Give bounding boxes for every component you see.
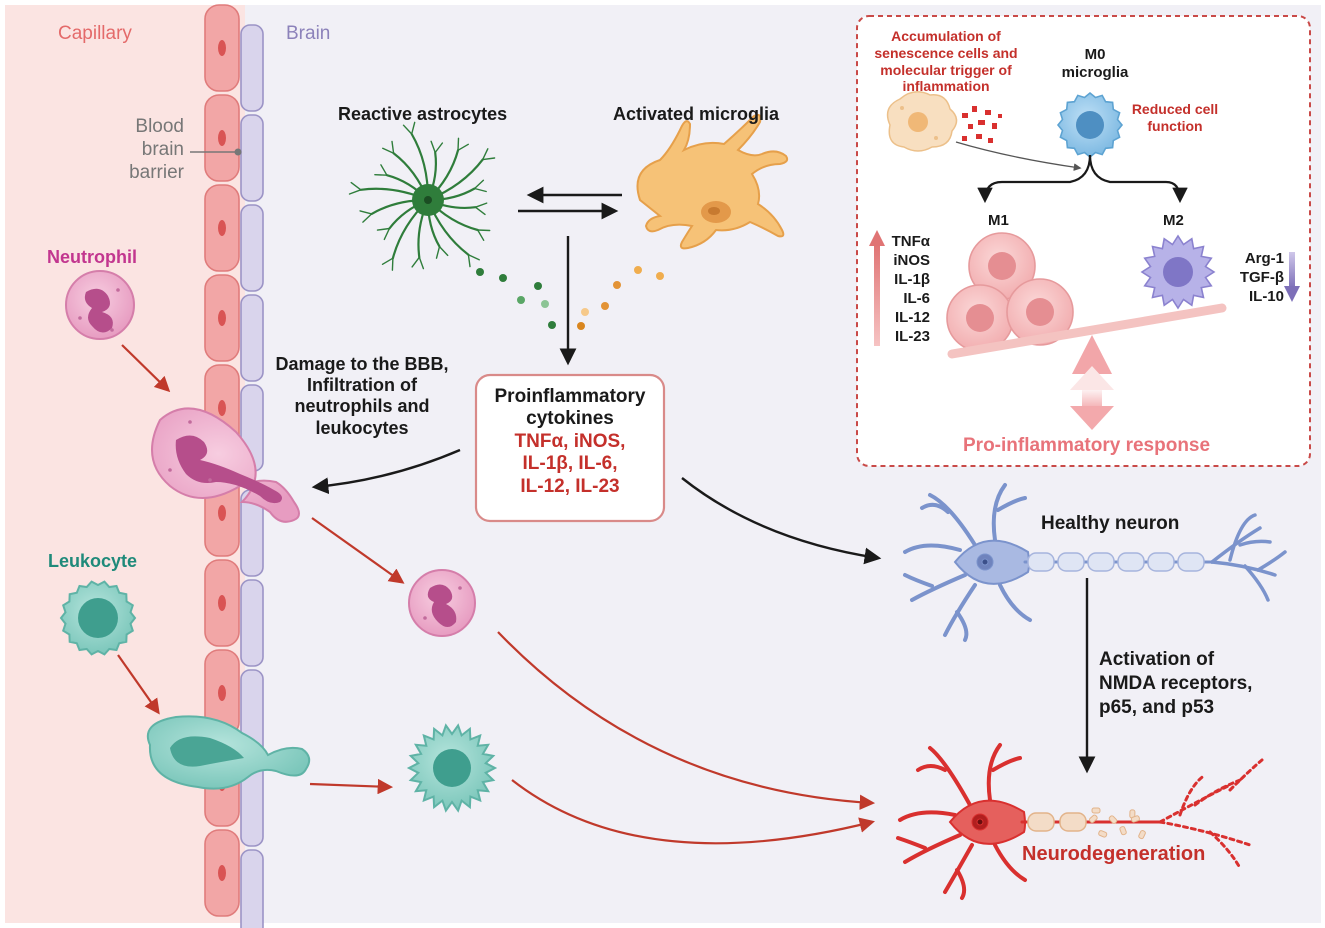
activated-microglia-cell [636, 113, 789, 250]
cytokine-title-line: cytokines [526, 408, 614, 430]
reduced-function-line: Reduced cell [1131, 101, 1219, 117]
cytokine-list-line: IL-1β, IL-6, [522, 453, 618, 475]
nmda-text-line: NMDA receptors, [1099, 672, 1253, 694]
bbb-label-line: barrier [129, 161, 184, 183]
m0-label-line: M0 [1084, 46, 1106, 63]
damage-text-line: Infiltration of [307, 375, 417, 396]
m1-microglia-cells [946, 232, 1074, 352]
pro-arrow-head-up [1070, 366, 1114, 390]
bbb-pointer-dot [234, 148, 242, 156]
trigger-text-line: Accumulation of [891, 28, 1001, 44]
m1-markers: TNFα iNOS IL-1β IL-6 IL-12 IL-23 [880, 232, 930, 346]
trigger-text-line: senescence cells and [874, 44, 1018, 61]
damage-text-line: neutrophils and [294, 396, 430, 417]
cytokine-box-text: Proinflammatory cytokines TNFα, iNOS, IL… [476, 386, 664, 498]
trigger-text-line: inflammation [902, 78, 990, 95]
m1-marker: iNOS [893, 252, 930, 270]
m1-marker: TNFα [891, 233, 930, 250]
m0-label: M0 microglia [1055, 46, 1135, 81]
balance-beam [947, 303, 1227, 359]
cytokines-to-neuron-arrow [681, 477, 882, 565]
pro-arrow-head-down [1070, 406, 1114, 430]
reactive-astrocytes-label: Reactive astrocytes [338, 104, 508, 124]
neutrophil-in-brain [408, 569, 476, 637]
cytokine-list-line: IL-12, IL-23 [520, 475, 620, 497]
m2-marker: IL-10 [1248, 287, 1284, 305]
senescent-cell [886, 91, 958, 152]
bbb-label-line: brain [141, 138, 184, 160]
m1-increase-arrow-head [869, 230, 885, 246]
damage-text-line: Damage to the BBB, [275, 354, 449, 374]
pro-arrow-shaft [1082, 386, 1102, 410]
m0-label-line: microglia [1061, 63, 1129, 81]
m0-microglia-cell [1056, 91, 1124, 159]
m1-marker: IL-12 [894, 309, 930, 327]
reactive-astrocyte-cell [348, 121, 496, 271]
neutrophil-to-neuron-arrow [497, 631, 876, 810]
m0-to-m2-arrow [1088, 154, 1188, 204]
cytokines-to-bbb-arrow [311, 448, 461, 495]
activated-microglia-label: Activated microglia [613, 104, 780, 124]
m2-marker: Arg-1 [1244, 250, 1284, 267]
molecular-trigger-fragments [962, 106, 1002, 143]
leukocyte-migration-arrow-2 [309, 778, 394, 795]
healthy-neuron-label: Healthy neuron [1041, 513, 1180, 534]
damage-text-line: leukocytes [315, 417, 409, 438]
m2-decrease-arrow-head [1284, 286, 1300, 302]
brain-label: Brain [286, 23, 331, 44]
neutrophil-migration-arrow-1 [121, 344, 171, 393]
trigger-text: Accumulation of senescence cells and mol… [862, 28, 1030, 95]
cytokine-title-line: Proinflammatory [494, 386, 646, 407]
leukocyte-label: Leukocyte [48, 551, 138, 571]
bbb-damage-text: Damage to the BBB, Infiltration of neutr… [262, 354, 462, 439]
neurodegeneration-neuron-cell [896, 743, 1264, 900]
neutrophil-migration-arrow-2 [311, 517, 405, 584]
bbb-label: Blood brain barrier [96, 116, 184, 184]
pro-inflammatory-response-label: Pro-inflammatory response [963, 435, 1211, 456]
trigger-text-line: molecular trigger of [880, 61, 1012, 78]
m1-increase-arrow-shaft [874, 244, 880, 346]
trigger-to-m0-arrow [955, 141, 1082, 171]
m2-markers: Arg-1 TGF-β IL-10 [1228, 250, 1284, 306]
leukocyte-to-neuron-arrow [511, 779, 875, 845]
m1-marker: IL-23 [894, 328, 930, 346]
cytokine-box [474, 373, 666, 523]
m1-label: M1 [988, 212, 1009, 229]
nmda-text: Activation of NMDA receptors, p65, and p… [1099, 648, 1252, 719]
m2-decrease-arrow-shaft [1289, 252, 1295, 288]
leukocyte-migration-arrow-1 [117, 654, 160, 715]
leukocyte-in-brain [406, 723, 498, 813]
bbb-label-line: Blood [135, 116, 184, 137]
cytokine-dots [476, 266, 664, 330]
m2-label: M2 [1163, 212, 1184, 229]
reduced-function-label: Reduced cell function [1125, 101, 1225, 134]
m2-microglia-cell [1140, 234, 1216, 310]
neutrophil-transmigrating [151, 407, 300, 523]
capillary-label: Capillary [58, 23, 132, 44]
neutrophil-label: Neutrophil [47, 247, 137, 267]
nmda-text-line: Activation of [1099, 649, 1215, 670]
m1-marker: IL-6 [903, 290, 930, 308]
leukocyte-transmigrating [146, 715, 311, 790]
reduced-function-line: function [1147, 117, 1203, 134]
m0-to-m1-arrow [977, 154, 1092, 204]
healthy-neuron-cell [903, 483, 1287, 642]
neutrophil-cell [65, 270, 135, 340]
leukocyte-cell [59, 580, 137, 656]
nmda-text-line: p65, and p53 [1099, 696, 1215, 718]
neurodegeneration-label: Neurodegeneration [1022, 843, 1206, 865]
balance-fulcrum [1072, 335, 1112, 374]
cytokine-list-line: TNFα, iNOS, [514, 430, 626, 452]
m2-marker: TGF-β [1239, 268, 1284, 286]
m1-marker: IL-1β [894, 271, 930, 289]
